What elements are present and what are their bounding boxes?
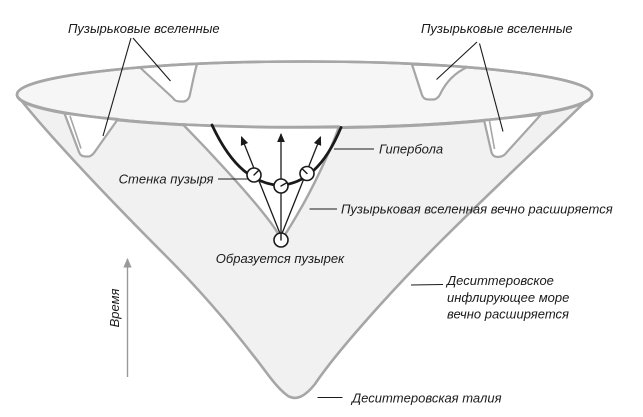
clock-center-hand xyxy=(280,181,288,187)
clock-right xyxy=(299,165,315,182)
cone-rim-stroke xyxy=(15,60,594,129)
time-axis-label: Время xyxy=(107,289,122,328)
clock-right-hand xyxy=(301,168,308,175)
leader-inflating-sea xyxy=(410,283,444,286)
clock-center xyxy=(273,178,289,194)
label-inflating-sea-line1: Деситтеровское xyxy=(445,273,554,288)
label-bubble-universes-left: Пузырьковые вселенные xyxy=(68,21,220,36)
label-bubble-universes-right: Пузырьковые вселенные xyxy=(421,21,573,36)
label-inflating-sea-line3: вечно расширяется xyxy=(447,307,569,322)
leader-bubble-universes-left-front xyxy=(102,37,132,137)
label-bubble-forming: Образуется пузырек xyxy=(216,251,345,266)
worldline-arrow-left xyxy=(240,136,282,237)
clock-nucleation xyxy=(273,232,289,248)
clock-left-hand xyxy=(253,169,260,176)
leader-bubble-universes-right-front xyxy=(478,43,504,132)
bubble-notch-front-left-wall xyxy=(69,115,82,149)
bubble-notch-front-right-wall xyxy=(488,120,496,150)
worldline-arrow-right xyxy=(280,136,322,237)
label-hyperbola: Гипербола xyxy=(379,142,443,157)
label-desitter-waist: Деситтеровская талия xyxy=(350,391,502,406)
clock-left xyxy=(246,167,262,183)
label-bubble-universe-expanding: Пузырьковая вселенная вечно расширяется xyxy=(341,202,613,217)
leader-bubble-universes-right-back xyxy=(436,41,478,80)
label-bubble-wall: Стенка пузыря xyxy=(119,172,214,187)
label-inflating-sea-line2: инфлирующее море xyxy=(447,290,569,305)
leader-bubble-universes-left-back xyxy=(132,37,171,82)
